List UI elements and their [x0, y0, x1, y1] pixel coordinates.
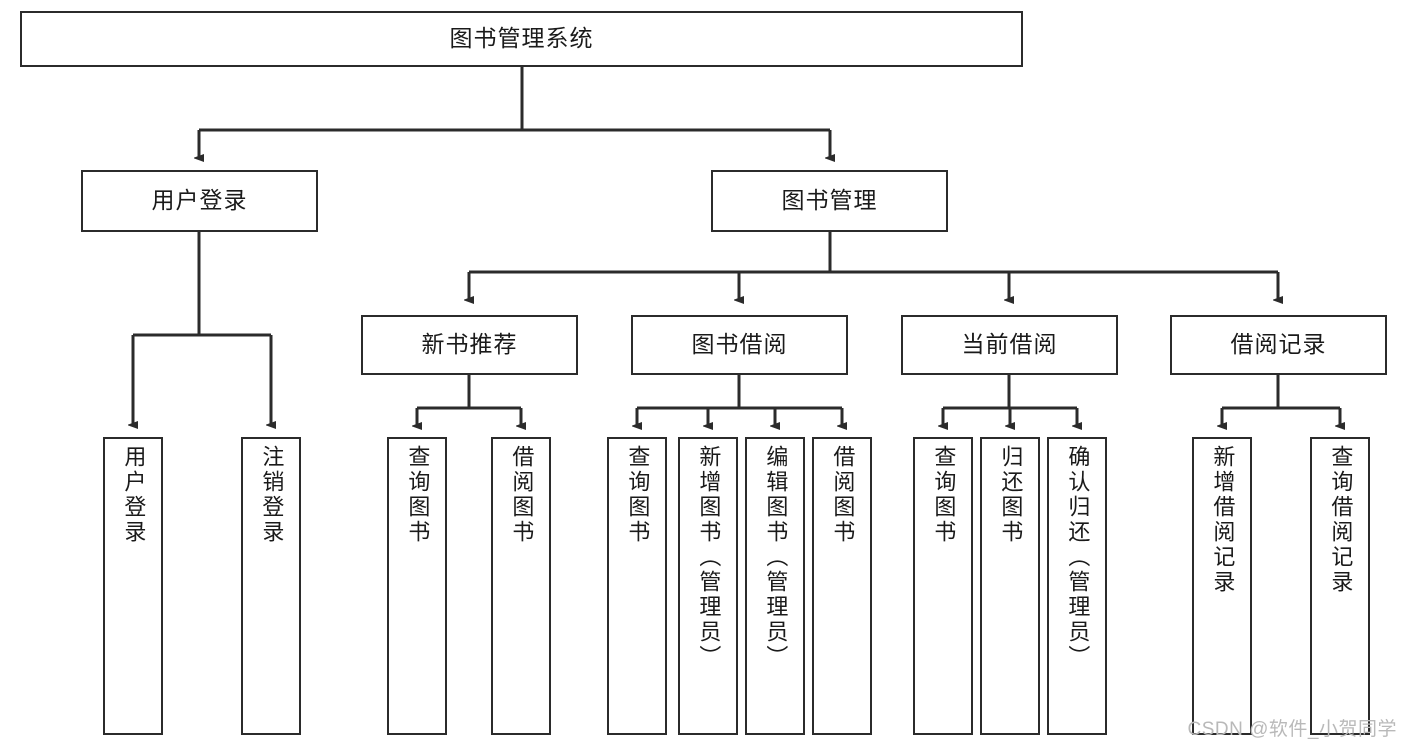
leaf-confirm-return-admin[interactable]: 确认归还（管理员） [1047, 437, 1107, 735]
node-label: 图书管理 [781, 187, 878, 214]
node-label: 借阅图书 [509, 445, 535, 545]
node-label: 查询借阅记录 [1328, 445, 1354, 595]
node-label: 注销登录 [259, 445, 285, 545]
node-label: 新书推荐 [421, 331, 518, 358]
node-book-management[interactable]: 图书管理 [711, 170, 948, 232]
leaf-edit-book-admin[interactable]: 编辑图书（管理员） [745, 437, 805, 735]
node-label: 用户登录 [121, 445, 147, 545]
node-book-borrow[interactable]: 图书借阅 [631, 315, 848, 375]
node-label: 图书管理系统 [449, 25, 594, 52]
leaf-query-book-recommend[interactable]: 查询图书 [387, 437, 447, 735]
leaf-borrow-book[interactable]: 借阅图书 [812, 437, 872, 735]
leaf-query-book-borrow[interactable]: 查询图书 [607, 437, 667, 735]
node-label: 查询图书 [405, 445, 431, 545]
node-new-book-recommend[interactable]: 新书推荐 [361, 315, 578, 375]
node-label: 用户登录 [151, 187, 248, 214]
watermark: CSDN @软件_小贺同学 [1187, 719, 1397, 740]
node-label: 借阅图书 [830, 445, 856, 545]
node-borrow-records[interactable]: 借阅记录 [1170, 315, 1387, 375]
leaf-add-borrow-record[interactable]: 新增借阅记录 [1192, 437, 1252, 735]
node-label: 新增图书（管理员） [696, 445, 722, 670]
node-label: 当前借阅 [961, 331, 1058, 358]
leaf-logout[interactable]: 注销登录 [241, 437, 301, 735]
leaf-borrow-book-recommend[interactable]: 借阅图书 [491, 437, 551, 735]
leaf-query-borrow-record[interactable]: 查询借阅记录 [1310, 437, 1370, 735]
leaf-add-book-admin[interactable]: 新增图书（管理员） [678, 437, 738, 735]
node-label: 确认归还（管理员） [1065, 445, 1091, 670]
node-label: 借阅记录 [1230, 331, 1327, 358]
node-current-borrow[interactable]: 当前借阅 [901, 315, 1118, 375]
node-label: 编辑图书（管理员） [763, 445, 789, 670]
node-label: 查询图书 [625, 445, 651, 545]
node-label: 查询图书 [931, 445, 957, 545]
node-label: 归还图书 [998, 445, 1024, 545]
leaf-return-book[interactable]: 归还图书 [980, 437, 1040, 735]
node-label: 图书借阅 [691, 331, 788, 358]
node-user-login[interactable]: 用户登录 [81, 170, 318, 232]
leaf-user-login[interactable]: 用户登录 [103, 437, 163, 735]
leaf-query-book-current[interactable]: 查询图书 [913, 437, 973, 735]
node-label: 新增借阅记录 [1210, 445, 1236, 595]
node-root[interactable]: 图书管理系统 [20, 11, 1023, 67]
